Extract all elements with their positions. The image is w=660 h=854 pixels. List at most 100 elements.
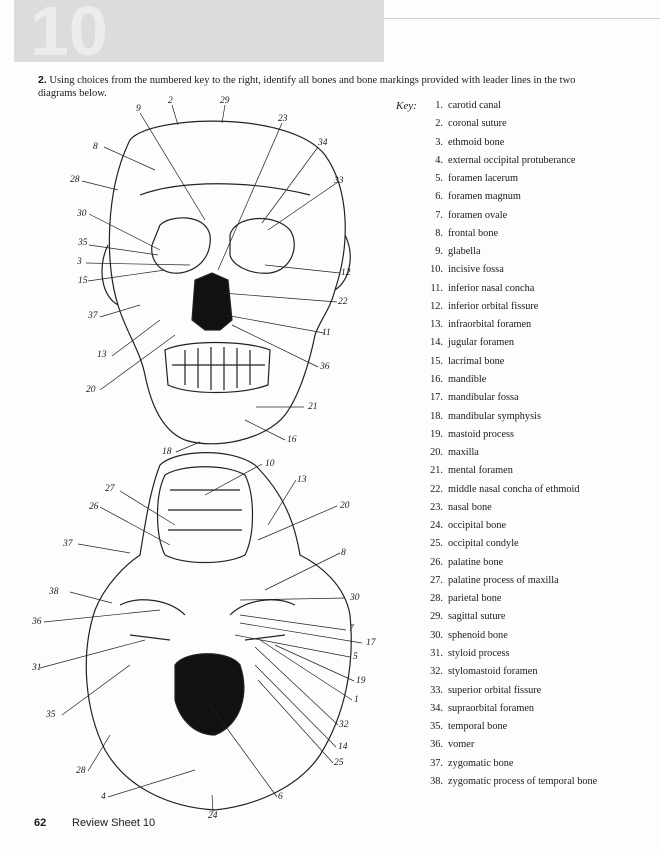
key-item-text: incisive fossa xyxy=(448,264,504,276)
key-item-number: 21. xyxy=(430,465,443,477)
key-item-text: styloid process xyxy=(448,647,510,659)
key-item-text: parietal bone xyxy=(448,593,502,605)
key-item-number: 12. xyxy=(430,300,443,312)
key-item: 17. mandibular fossa xyxy=(425,391,597,409)
inferior-label: 32 xyxy=(338,720,349,730)
key-item: 4. external occipital protuberance xyxy=(425,154,597,172)
anterior-label: 23 xyxy=(278,114,288,124)
anterior-label: 15 xyxy=(78,276,88,286)
key-item-number: 28. xyxy=(430,593,443,605)
key-item: 31. styloid process xyxy=(425,647,597,665)
key-item-text: sagittal suture xyxy=(448,611,506,623)
header-band: 10 xyxy=(0,0,660,70)
key-item-text: mental foramen xyxy=(448,465,513,477)
key-item-number: 10. xyxy=(430,264,443,276)
anterior-label: 37 xyxy=(87,311,99,321)
key-item: 34.supraorbital foramen xyxy=(425,702,597,720)
key-item: 9.glabella xyxy=(425,245,597,263)
key-item: 36. vomer xyxy=(425,738,597,756)
inferior-label: 1 xyxy=(354,695,359,705)
key-item: 3.ethmoid bone xyxy=(425,136,597,154)
key-item-text: superior orbital fissure xyxy=(448,684,542,696)
leader-lines xyxy=(39,104,363,813)
key-item: 24. occipital bone xyxy=(425,519,597,537)
anterior-label: 3 xyxy=(76,257,82,267)
key-item: 7.foramen ovale xyxy=(425,209,597,227)
key-item: 11. inferior nasal concha xyxy=(425,282,597,300)
key-item-number: 16. xyxy=(430,373,443,385)
key-item-number: 23. xyxy=(430,501,443,513)
key-item-text: foramen ovale xyxy=(448,209,508,221)
inferior-label: 13 xyxy=(297,475,307,485)
key-item-text: inferior nasal concha xyxy=(448,282,535,294)
key-item-number: 30. xyxy=(430,629,443,641)
anterior-label: 29 xyxy=(220,96,230,106)
key-item-text: infraorbital foramen xyxy=(448,319,532,331)
key-item-number: 1. xyxy=(435,100,443,111)
key-item-number: 4. xyxy=(435,154,443,166)
key-item-text: nasal bone xyxy=(448,501,492,513)
key-item: 19.mastoid process xyxy=(425,428,597,446)
key-item-number: 33. xyxy=(430,684,443,696)
key-item-text: lacrimal bone xyxy=(448,355,505,367)
key-item-number: 37. xyxy=(430,757,443,769)
inferior-label: 14 xyxy=(338,742,348,752)
anterior-label: 28 xyxy=(70,175,80,185)
key-item-number: 17. xyxy=(430,392,443,404)
key-item-number: 32. xyxy=(430,666,443,678)
inferior-label: 19 xyxy=(356,676,366,686)
key-item: 8. frontal bone xyxy=(425,227,597,245)
question-number: 2. xyxy=(38,74,47,86)
key-item-text: sphenoid bone xyxy=(448,629,508,641)
anterior-label: 22 xyxy=(338,297,348,307)
key-item-number: 31. xyxy=(430,647,443,659)
inferior-label: 27 xyxy=(105,484,116,494)
inferior-label: 7 xyxy=(349,624,355,634)
key-item-number: 15. xyxy=(430,355,443,367)
key-item-number: 8. xyxy=(435,227,443,239)
key-item-text: middle nasal concha of ethmoid xyxy=(448,483,580,495)
key-item-text: coronal suture xyxy=(448,118,507,130)
key-item-text: vomer xyxy=(448,739,475,751)
key-item-text: palatine process of maxilla xyxy=(448,574,559,586)
inferior-label: 35 xyxy=(45,710,56,720)
key-item-text: frontal bone xyxy=(448,227,499,239)
key-item: 14.jugular foramen xyxy=(425,336,597,354)
anterior-label: 35 xyxy=(77,238,88,248)
key-item-number: 9. xyxy=(435,246,443,258)
key-item-number: 36. xyxy=(430,739,443,751)
anterior-label: 16 xyxy=(287,435,297,445)
key-item-text: mandible xyxy=(448,373,487,385)
key-item-text: temporal bone xyxy=(448,721,508,733)
key-item-number: 2. xyxy=(435,118,443,130)
anterior-label: 30 xyxy=(76,209,87,219)
key-item-number: 18. xyxy=(430,410,443,422)
key-item-number: 11. xyxy=(430,282,444,294)
key-item-text: carotid canal xyxy=(448,100,501,111)
inferior-label: 4 xyxy=(101,792,106,802)
key-item: 13.infraorbital foramen xyxy=(425,318,597,336)
key-item-text: mandibular symphysis xyxy=(448,410,541,422)
key-item: 37.zygomatic bone xyxy=(425,757,597,775)
key-item: 25.occipital condyle xyxy=(425,537,597,555)
key-item: 35.temporal bone xyxy=(425,720,597,738)
inferior-label: 6 xyxy=(278,792,283,802)
inferior-label: 37 xyxy=(62,539,74,549)
anterior-skull-drawing xyxy=(101,120,351,445)
header-rule xyxy=(384,18,660,19)
anterior-label: 11 xyxy=(322,328,331,338)
key-item-number: 38. xyxy=(430,775,443,787)
key-item-number: 14. xyxy=(430,337,443,349)
anterior-label: 13 xyxy=(97,350,107,360)
key-item-text: maxilla xyxy=(448,447,479,459)
key-item-number: 20. xyxy=(430,447,443,459)
key-item-text: occipital bone xyxy=(448,520,507,532)
key-item-number: 24. xyxy=(430,520,443,532)
key-item-number: 5. xyxy=(435,173,443,185)
key-item-number: 22. xyxy=(430,483,443,495)
inferior-skull-drawing xyxy=(85,452,352,811)
key-item-text: mandibular fossa xyxy=(448,392,519,404)
key-item-number: 3. xyxy=(435,136,443,148)
anterior-label: 18 xyxy=(162,447,172,457)
key-item-text: external occipital protuberance xyxy=(448,154,576,166)
